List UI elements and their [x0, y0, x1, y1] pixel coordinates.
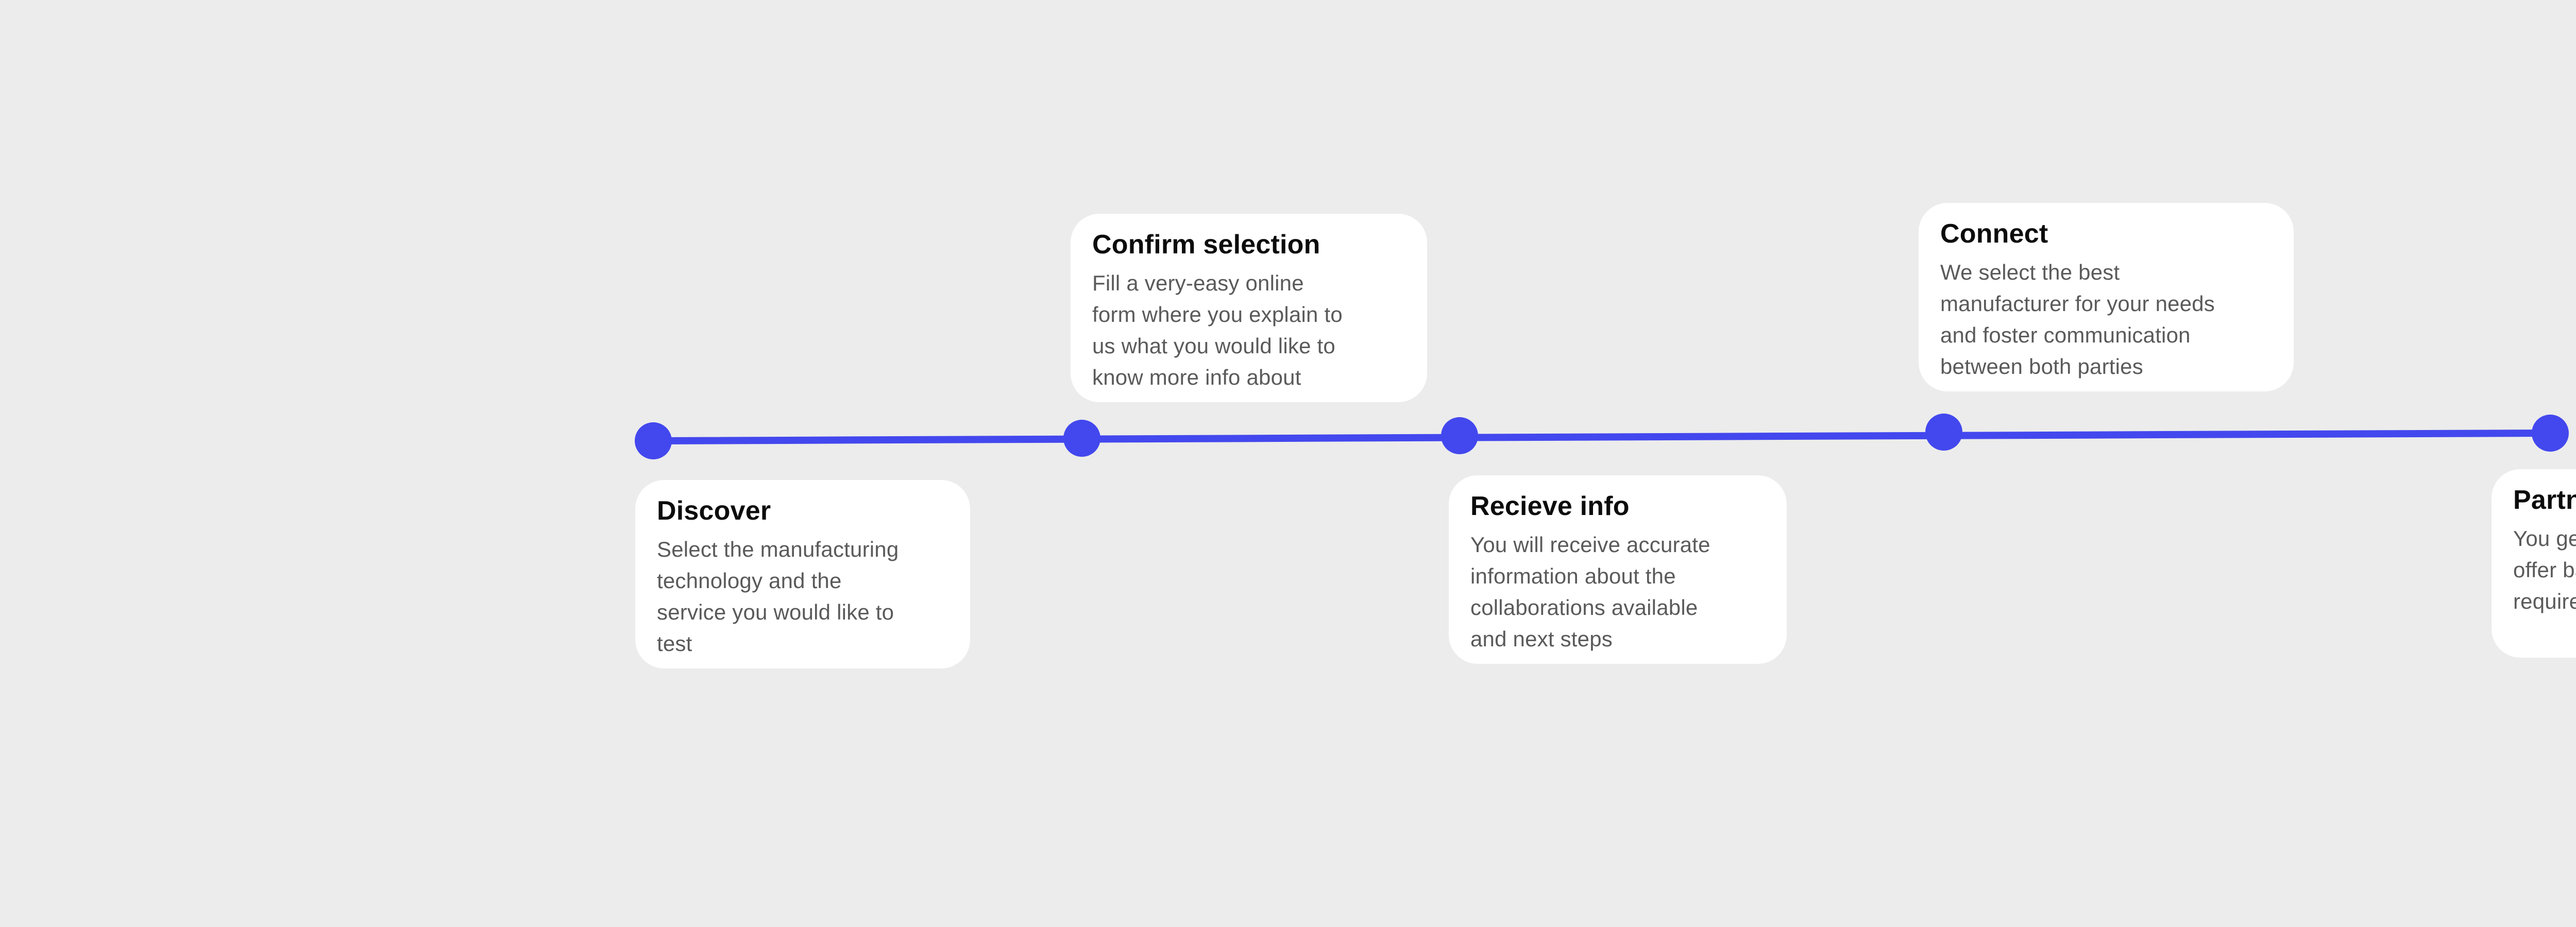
step-card-discover: Discover Select the manufacturing techno… — [635, 480, 970, 668]
step-description: We select the best manufacturer for your… — [1940, 260, 2215, 379]
timeline-dot-recieve-info — [1441, 417, 1478, 454]
step-title: Partner — [2513, 485, 2576, 515]
step-title: Recieve info — [1470, 491, 1630, 521]
step-title: Connect — [1940, 219, 2048, 249]
timeline-dot-discover — [635, 422, 672, 459]
step-title: Confirm selection — [1092, 230, 1320, 260]
step-description: You get a personalised offer based on yo… — [2513, 526, 2576, 613]
timeline-track — [653, 429, 2550, 444]
step-description: Fill a very-easy online form where you e… — [1092, 271, 1343, 389]
timeline-dot-confirm-selection — [1063, 420, 1100, 457]
step-card-partner: Partner You get a personalised offer bas… — [2492, 469, 2576, 658]
step-description: Select the manufacturing technology and … — [657, 537, 899, 656]
step-title: Discover — [657, 496, 771, 526]
step-card-recieve-info: Recieve info You will receive accurate i… — [1449, 475, 1787, 664]
timeline-dot-connect — [1925, 414, 1962, 451]
timeline-dot-partner — [2532, 415, 2569, 452]
step-card-confirm-selection: Confirm selection Fill a very-easy onlin… — [1071, 214, 1427, 402]
step-description: You will receive accurate information ab… — [1470, 533, 1710, 651]
step-card-connect: Connect We select the best manufacturer … — [1919, 203, 2294, 391]
